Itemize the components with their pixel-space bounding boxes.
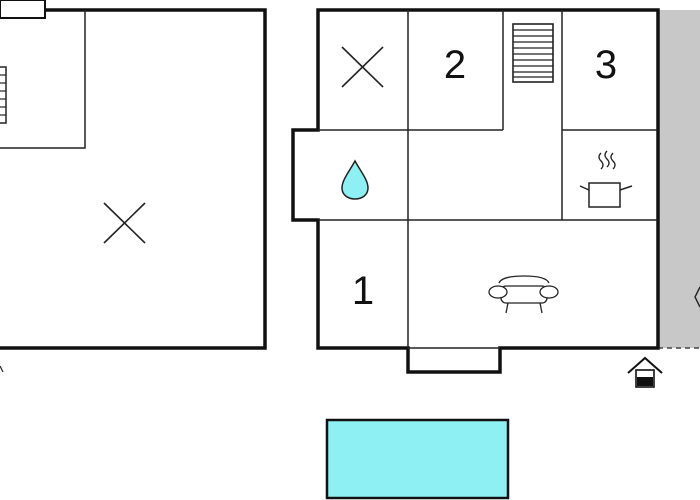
left-building-outer-wall: [0, 8, 267, 350]
room-number-2: 2: [444, 43, 466, 87]
terrace-door-mark: [694, 286, 700, 308]
stairs-icon: [512, 23, 554, 83]
main-unused-room-cross-icon: [341, 46, 384, 88]
pool-shape: [325, 418, 510, 500]
room-number-1: 1: [352, 269, 374, 313]
terrace: [658, 10, 700, 348]
left-building-inner-wall: [0, 10, 86, 149]
kitchen-pot-icon: [579, 150, 633, 208]
left-building-roof-element: [0, 0, 46, 19]
living-sofa-icon: [488, 275, 559, 314]
entrance-house-icon: [627, 356, 663, 388]
room-number-3: 3: [595, 43, 617, 87]
left-stairs-icon: [0, 66, 7, 124]
main-building: 2 3 1: [291, 8, 660, 374]
left-building: [0, 0, 267, 373]
left-entrance-mark: [0, 365, 4, 373]
bathroom-drop-icon: [341, 159, 369, 200]
left-unused-room-cross-icon: [103, 202, 146, 244]
